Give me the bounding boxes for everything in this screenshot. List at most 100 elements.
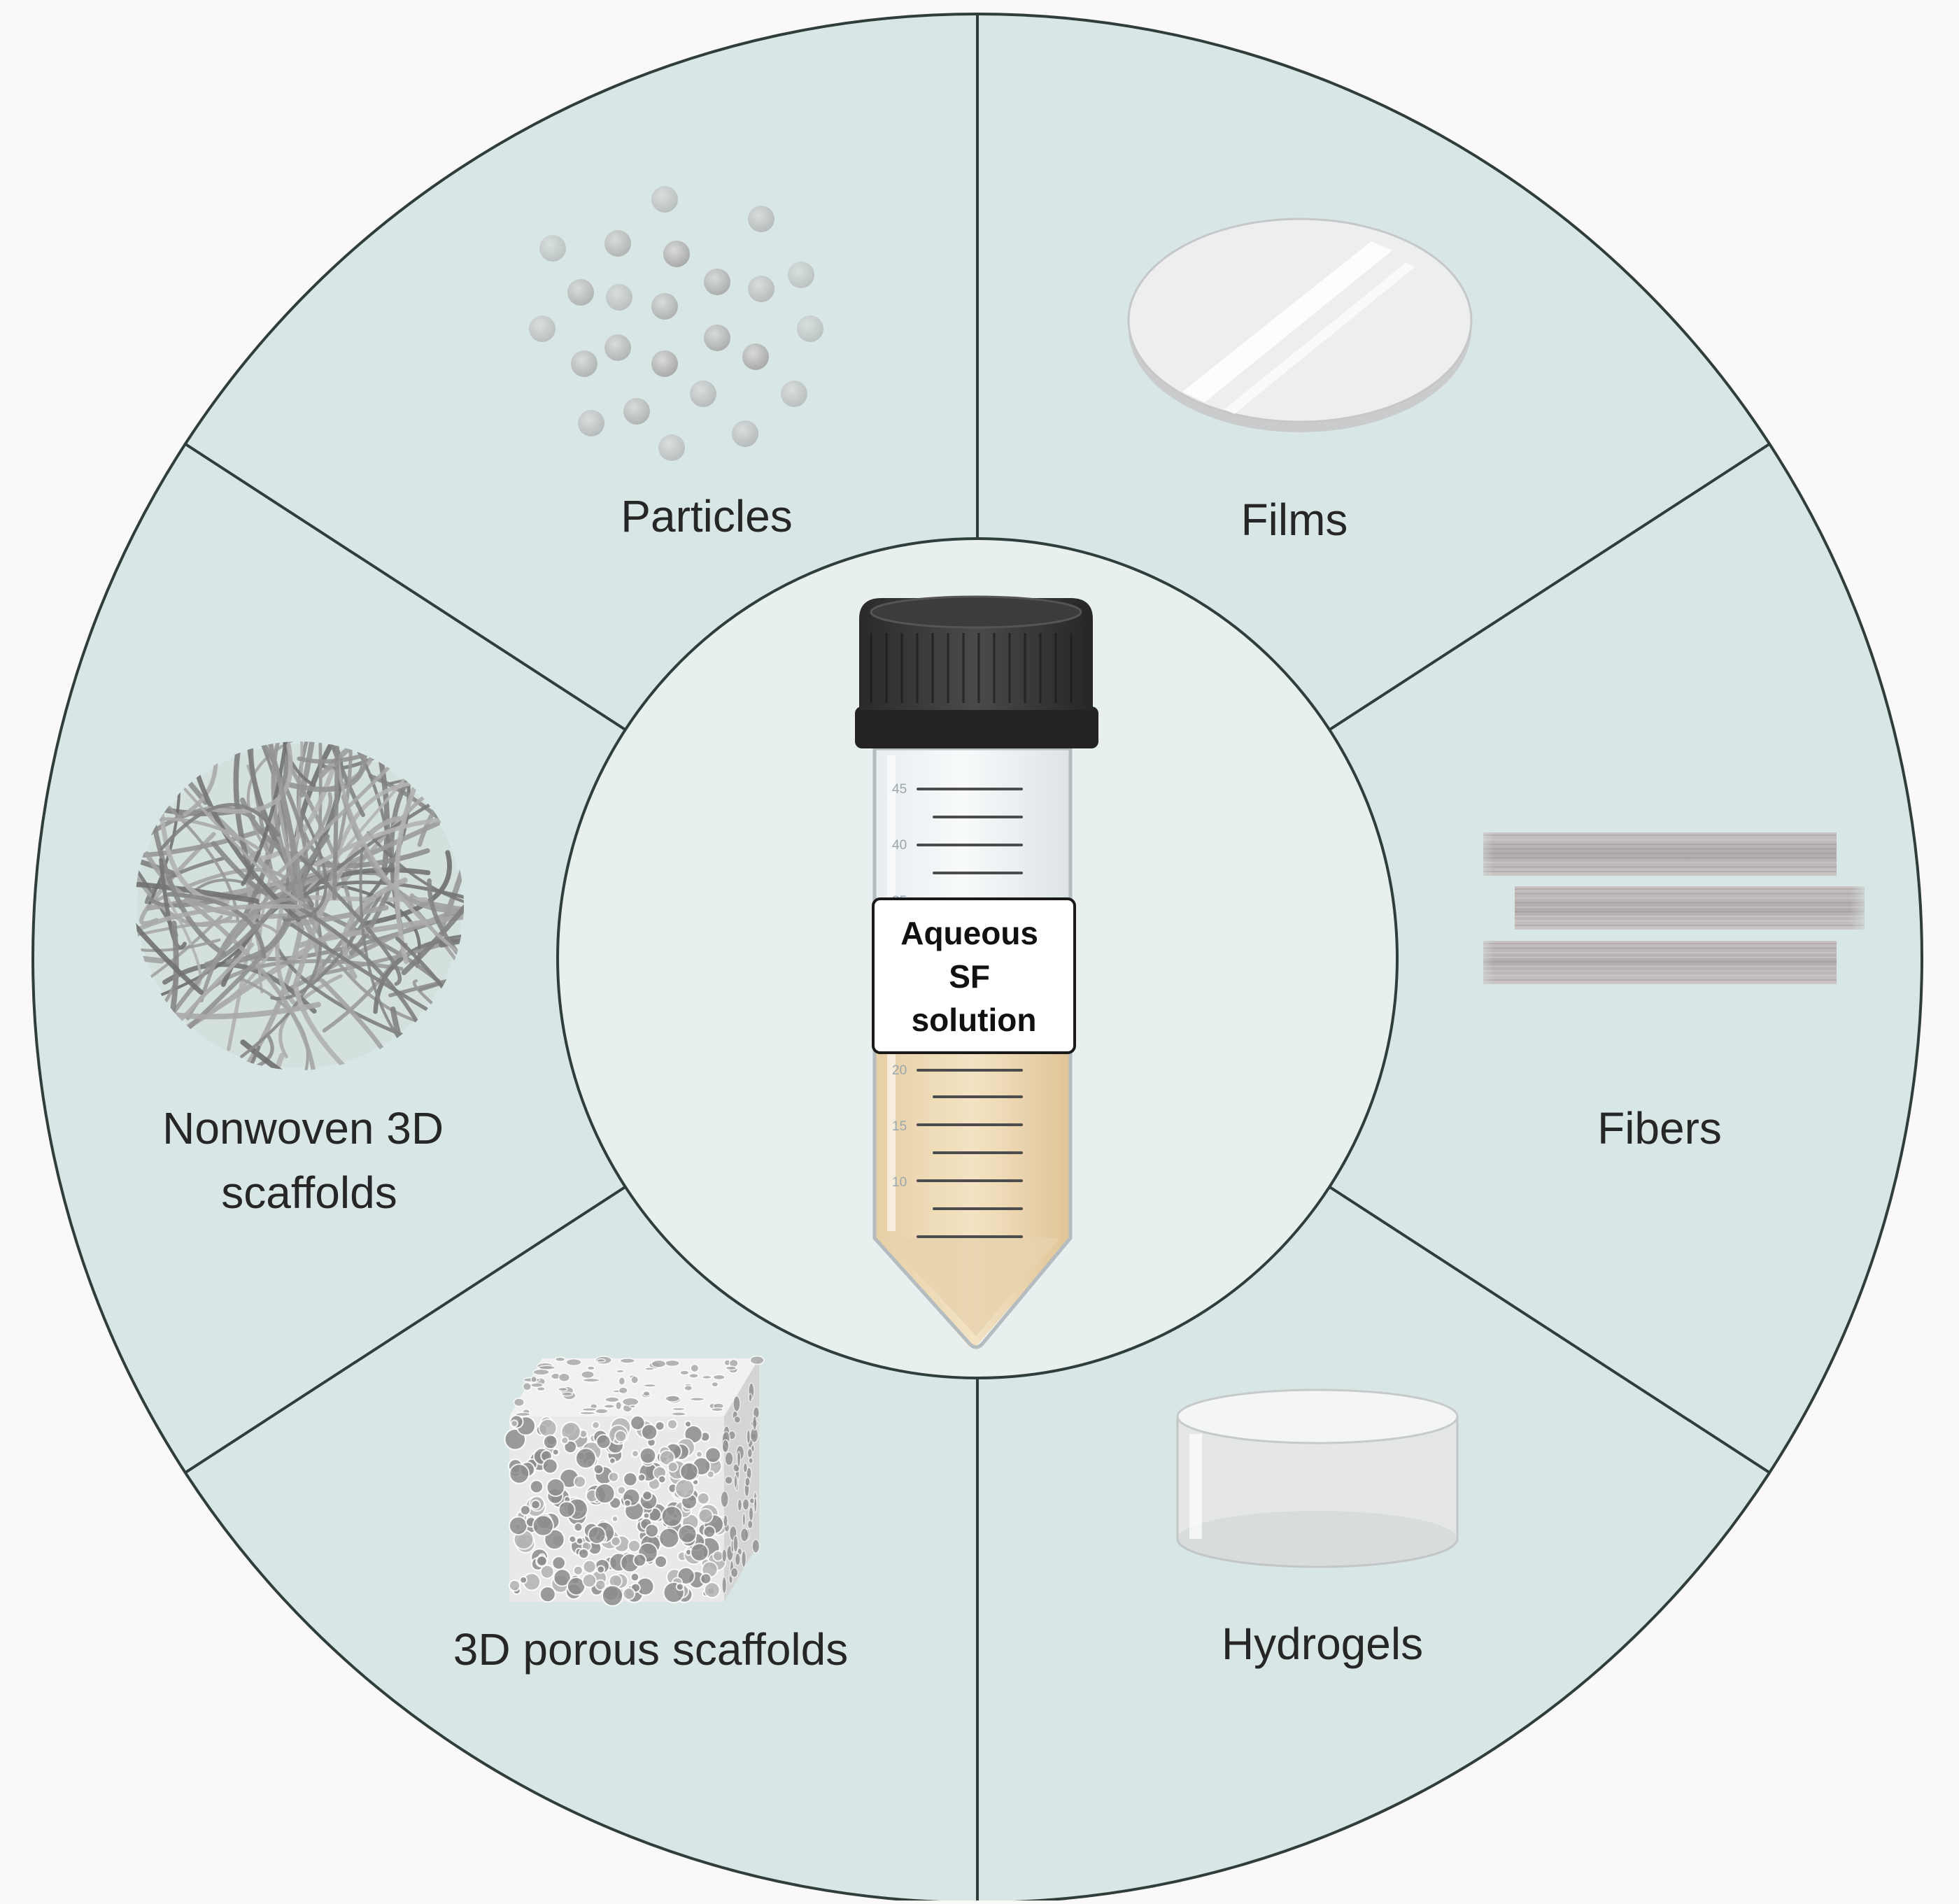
cube-pore [596,1565,606,1574]
mesh-fiber [135,826,270,859]
cube-pore [660,1505,684,1528]
cube-pore [751,1415,758,1431]
cube-pore [679,1462,699,1482]
fiber-bundle [1515,886,1865,930]
cube-pore [603,1404,616,1409]
cube-pore [696,1491,710,1505]
mesh-fiber [135,904,302,1009]
cube-pore [734,1552,741,1566]
cube-pore [736,1451,742,1468]
cube-pore [557,1386,568,1392]
cube-pore [747,1448,754,1458]
segment-label-fibers: Fibers [1597,1103,1722,1153]
cube-pore [747,1519,754,1529]
cube-pore [619,1357,635,1364]
cube-pore [667,1419,678,1430]
cube-pore [508,1516,528,1536]
cube-pore [721,1548,728,1563]
mesh-fiber [367,831,464,915]
mesh-fiber [246,741,309,898]
segment-divider [1329,1186,1771,1474]
mesh-fiber [417,741,464,847]
cube-pore [536,1555,548,1567]
cube-pore [532,1514,554,1537]
tube-graduation-number: 15 [892,1119,907,1134]
particle-dot [604,230,631,257]
particles-icon [529,186,823,461]
cube-pore [675,1582,684,1591]
cube-pore [623,1472,638,1487]
tube-cap-top [870,595,1082,629]
cube-pore [565,1358,582,1367]
cube-pore [651,1359,667,1368]
cube-pore [644,1367,655,1371]
fibers-icon [1483,832,1865,984]
cube-pore [742,1462,749,1474]
particle-dot [748,206,775,232]
particle-dot [606,284,632,311]
cube-pore [749,1356,765,1365]
mesh-fiber [276,741,464,875]
cube-pore [530,1375,538,1384]
mesh-fiber [439,829,464,929]
tube-label-box [872,897,1076,1054]
particle-dot [623,398,650,425]
mesh-fiber [302,741,353,882]
cube-pore [703,1582,721,1599]
cube-pore [553,1568,572,1587]
hydrogel-bottom [1177,1511,1457,1567]
cube-pore [684,1420,692,1428]
mesh-fiber [135,814,204,995]
fiber-bundle [1483,832,1837,876]
tube-outline [872,746,1073,1349]
hydrogel-top [1176,1388,1459,1444]
cube-pore [558,1372,571,1382]
cube-pore [579,1411,596,1416]
mesh-fiber [206,743,293,814]
cube-pore [608,1471,620,1483]
particle-dot [748,276,775,302]
cube-pore [529,1479,544,1494]
cube-pore [618,1377,626,1386]
particle-dot [567,279,594,306]
cube-pore [679,1370,690,1376]
cube-pore [593,1463,604,1475]
cube-pore [611,1515,619,1523]
cube-pore [618,1386,628,1395]
mesh-fiber [336,760,464,976]
mesh-fiber [279,741,321,788]
mesh-fiber [135,926,164,964]
cube-pore [725,1365,737,1371]
cube-pore [522,1381,532,1391]
cube-pore [751,1539,761,1554]
mesh-fiber [317,895,464,976]
mesh-fiber [135,742,239,923]
tube-graduation-number: 45 [892,782,907,797]
cube-pore [748,1506,754,1522]
porous-cube-icon [504,1356,765,1607]
cube-pore [591,1421,600,1430]
cube-pore [733,1415,742,1424]
cube-pore [575,1537,584,1545]
cube-pore [595,1579,607,1591]
mesh-fiber [135,881,260,904]
cube-pore [631,1449,639,1458]
particle-dot [578,410,604,436]
mesh-fiber [233,741,309,880]
cube-pore [740,1527,749,1542]
cube-pore [658,1449,675,1466]
mesh-fiber [412,979,464,1063]
cube-pore [706,1470,715,1479]
cube-pore [688,1372,699,1379]
tube-graduation-number: 10 [892,1175,907,1190]
cube-pore [616,1369,625,1374]
cube-pore [504,1428,527,1451]
cube-pore [630,1572,640,1582]
cube-pore [532,1368,550,1376]
cube-pore [644,1523,660,1538]
cube-pore [684,1384,693,1392]
cube-pore [698,1507,714,1524]
mesh-fiber [401,811,464,976]
cube-pore [622,1587,636,1600]
